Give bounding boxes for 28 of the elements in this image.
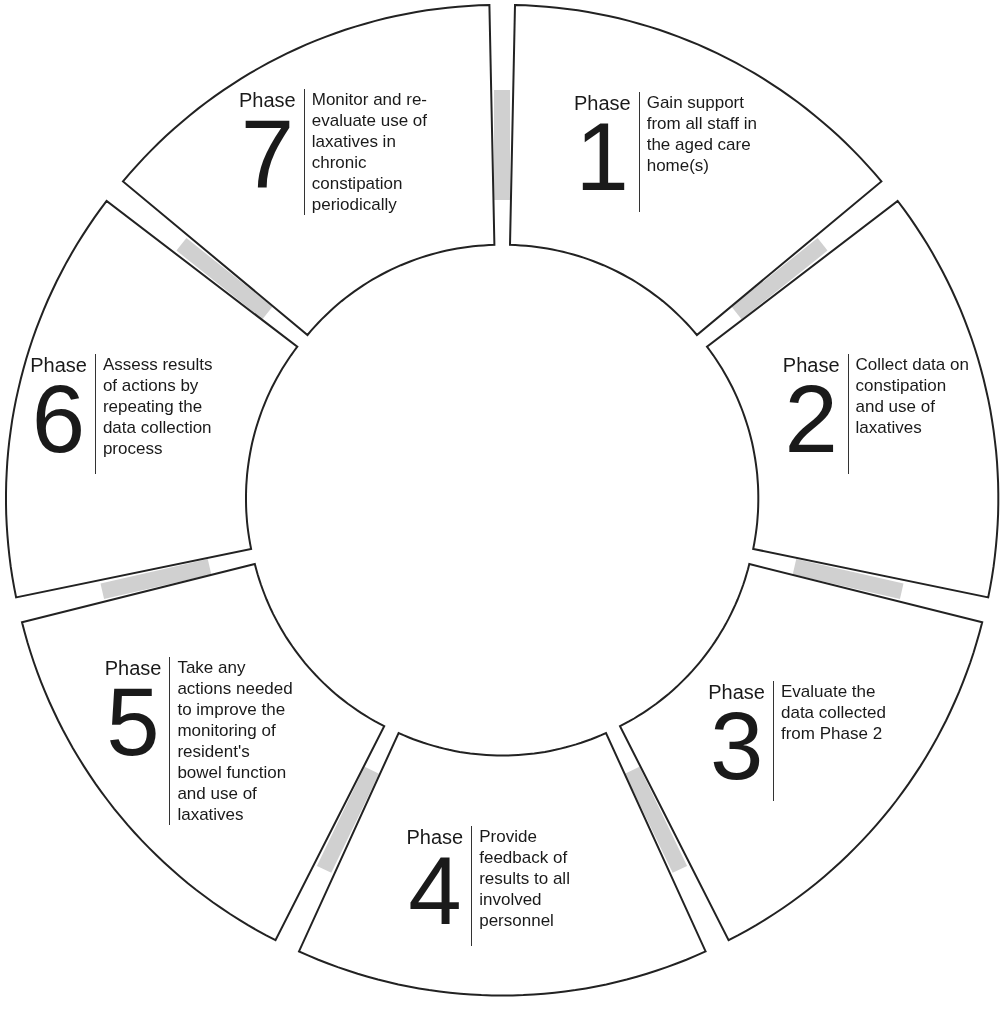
phase-description: Take any actions needed to improve the monitoring of resident's bowel function and use of laxatives <box>169 656 296 825</box>
phase-label: Phase <box>406 826 464 848</box>
phase-description: Monitor and re-evaluate use of laxatives in chronic constipation periodically <box>303 89 430 216</box>
phase-number: 2 <box>784 376 838 463</box>
phase-description: Provide feedback of results to all involved personnel <box>471 826 598 946</box>
phase-label: Phase <box>30 354 87 377</box>
phase-label: Phase <box>573 92 631 115</box>
phase-number: 4 <box>408 848 462 934</box>
ring-segment <box>120 2 497 337</box>
phase-description: Assess results of actions by repeating the data collection process <box>94 354 221 475</box>
ring-segment <box>19 562 387 943</box>
ring-segment <box>704 199 1000 600</box>
ring-segment <box>617 562 984 943</box>
phase-number: 6 <box>31 376 86 463</box>
ring-segment <box>507 2 884 337</box>
phase-description: Evaluate the data collected from Phase 2 <box>773 680 899 801</box>
phase-label: Phase <box>782 354 840 377</box>
ring-segment <box>4 199 300 600</box>
phase-number: 3 <box>709 702 764 789</box>
phase-label: Phase <box>104 656 162 679</box>
phase-label: Phase <box>708 680 765 703</box>
ring-segment <box>296 731 708 998</box>
phase-number: 1 <box>575 114 629 201</box>
phase-description: Collect data on constipation and use of laxatives <box>847 354 974 475</box>
phase-description: Gain support from all staff in the aged care home(s) <box>638 92 765 213</box>
phase-label: Phase <box>239 89 296 112</box>
phase-number: 7 <box>240 111 295 198</box>
phase-number: 5 <box>106 678 160 765</box>
